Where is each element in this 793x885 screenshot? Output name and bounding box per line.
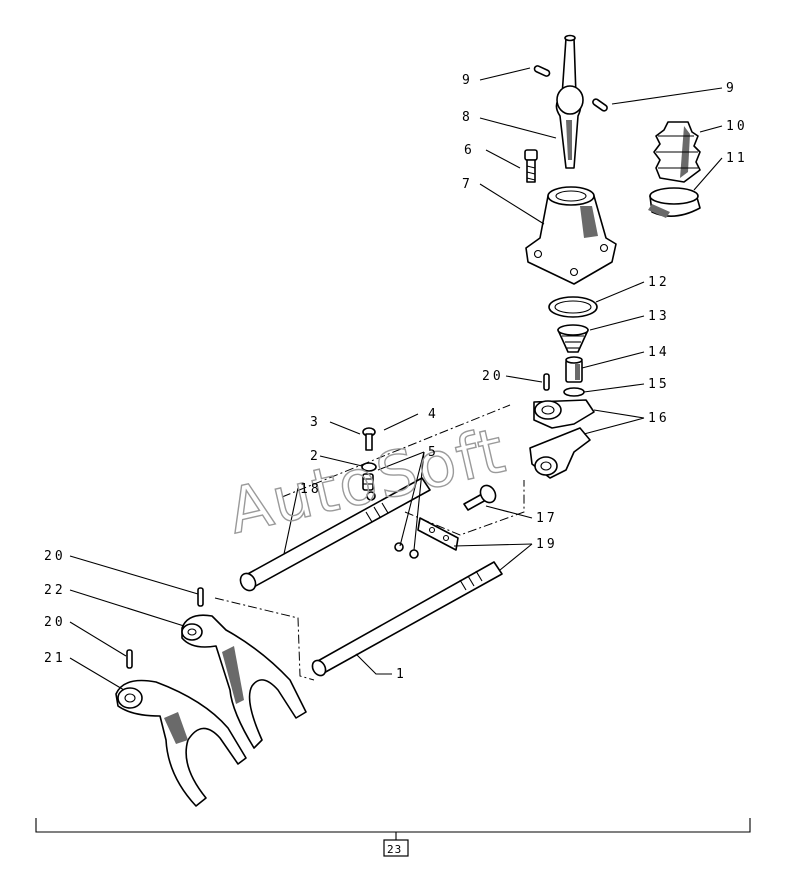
part-18-selector-rod (239, 477, 431, 592)
callout-11: 11 (726, 151, 748, 166)
part-17-bolt (463, 484, 497, 511)
callout-20-lower-left: 20 (44, 615, 66, 630)
part-2-ball (366, 491, 376, 501)
callout-19: 19 (536, 537, 558, 552)
callout-6: 6 (464, 143, 475, 158)
part-15-snap-ring (563, 387, 585, 397)
part-11-clamp (648, 187, 701, 218)
part-10-rubber-boot (653, 121, 701, 183)
part-6-bolt (524, 149, 538, 183)
part-20-pin-top (543, 373, 550, 391)
part-20-pin-lower-left (126, 649, 133, 669)
assembly-guide-lines (214, 404, 525, 681)
callout-21: 21 (44, 651, 66, 666)
callout-labels: 9 8 6 7 9 10 11 12 13 14 15 16 20 3 2 4 … (44, 73, 748, 682)
callout-10: 10 (726, 119, 748, 134)
callout-8: 8 (462, 110, 473, 125)
part-20-pin-upper-left (197, 587, 204, 607)
part-21-shift-fork (115, 679, 247, 807)
callout-4: 4 (428, 407, 439, 422)
callout-15: 15 (648, 377, 670, 392)
callout-5: 5 (428, 445, 439, 460)
callout-13: 13 (648, 309, 670, 324)
part-14-bushing (565, 356, 583, 383)
callout-22: 22 (44, 583, 66, 598)
part-19-plate (417, 517, 459, 551)
part-16-selector-bracket (529, 399, 595, 479)
assembly-bracket: 23 (35, 818, 751, 857)
part-3-screw (362, 427, 376, 451)
assembly-number-label: 23 (387, 843, 402, 856)
part-5-ball-a (394, 542, 404, 552)
callout-16: 16 (648, 411, 670, 426)
callout-3: 3 (310, 415, 321, 430)
callout-1: 1 (396, 667, 407, 682)
part-22-shift-fork (181, 614, 307, 749)
callout-9-left: 9 (462, 73, 473, 88)
part-5-ball-b (409, 549, 419, 559)
callout-9-right: 9 (726, 81, 737, 96)
callout-20-upper-left: 20 (44, 549, 66, 564)
leader-lines (69, 67, 723, 691)
callout-12: 12 (648, 275, 670, 290)
part-9-pin-right (592, 98, 608, 112)
part-8-shift-lever (555, 34, 584, 169)
part-7-lever-housing (525, 186, 617, 285)
callout-17: 17 (536, 511, 558, 526)
part-13-spring-cone (557, 324, 589, 353)
callout-7: 7 (462, 177, 473, 192)
part-2-spring (361, 462, 377, 491)
callout-2: 2 (310, 449, 321, 464)
part-9-pin-left (533, 65, 551, 77)
callout-14: 14 (648, 345, 670, 360)
part-12-gasket (548, 296, 598, 318)
callout-18: 18 (300, 482, 322, 497)
callout-20-top: 20 (482, 369, 504, 384)
part-1-shift-rod (311, 561, 503, 677)
